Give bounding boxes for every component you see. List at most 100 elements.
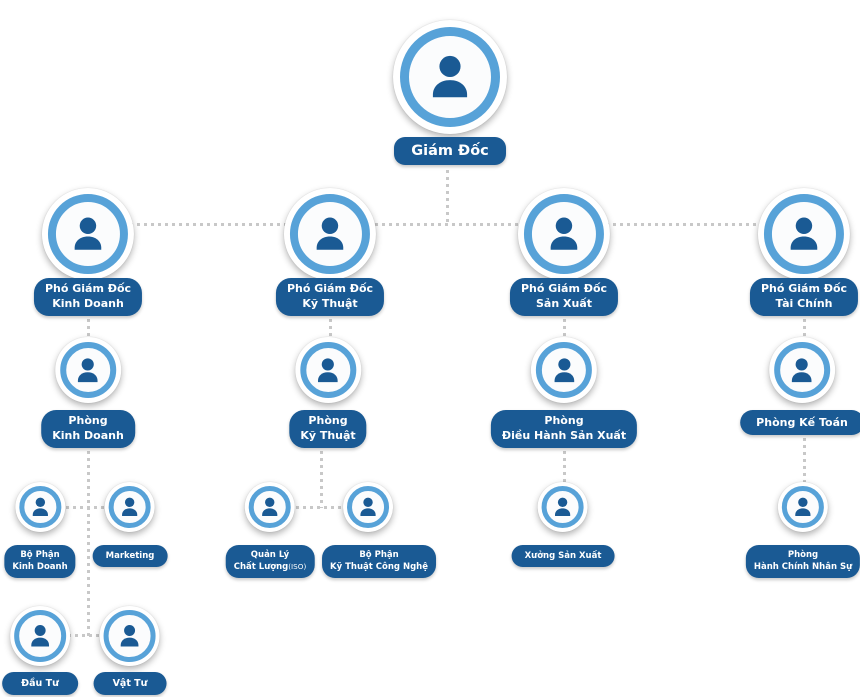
org-node-dau-tu: Đầu Tư xyxy=(2,606,78,695)
person-icon xyxy=(316,217,344,250)
node-label: Phó Giám Đốc Sản Xuất xyxy=(509,278,619,316)
node-label: Phòng Điều Hành Sản Xuất xyxy=(490,410,638,448)
org-node-phong-hanh-chinh-nhan-su: Phòng Hành Chính Nhân Sự xyxy=(745,482,860,578)
org-node-pho-giam-doc-kinh-doanh: Phó Giám Đốc Kinh Doanh xyxy=(33,188,143,316)
label-line2: Kỹ Thuật xyxy=(300,428,356,442)
label-text: Giám Đốc xyxy=(411,143,489,159)
avatar-ring xyxy=(108,486,151,528)
node-label: Quản Lý Chất Lượng(ISO) xyxy=(225,545,315,578)
org-node-phong-dieu-hanh-san-xuat: Phòng Điều Hành Sản Xuất xyxy=(490,337,638,448)
person-icon xyxy=(554,357,574,382)
person-icon xyxy=(121,625,139,647)
avatar-ring xyxy=(400,27,500,127)
avatar xyxy=(55,337,121,403)
connector-deputy2-down xyxy=(329,312,332,338)
person-icon xyxy=(555,497,571,516)
label-text: Xưởng Sản Xuất xyxy=(524,551,602,561)
org-node-bo-phan-kinh-doanh: Bộ Phận Kinh Doanh xyxy=(4,482,76,578)
avatar-ring xyxy=(18,486,61,528)
node-label: Giám Đốc xyxy=(394,137,506,165)
avatar-ring xyxy=(249,486,291,528)
avatar xyxy=(42,188,134,280)
org-node-vat-tu: Vật Tư xyxy=(93,606,167,695)
avatar-ring xyxy=(781,486,824,528)
avatar-ring xyxy=(524,194,604,274)
person-icon xyxy=(360,497,376,516)
person-icon xyxy=(318,357,338,382)
person-icon xyxy=(432,55,468,98)
connector-san-xuat-down xyxy=(563,444,566,482)
node-label: Bộ Phận Kinh Doanh xyxy=(4,545,76,578)
org-node-phong-ky-thuat: Phòng Kỹ Thuật xyxy=(289,337,367,448)
org-node-pho-giam-doc-ky-thuat: Phó Giám Đốc Kỹ Thuật xyxy=(275,188,385,316)
avatar-ring xyxy=(290,194,370,274)
avatar xyxy=(538,482,588,532)
connector-deputy1-down xyxy=(87,312,90,338)
label-line1: Phòng xyxy=(68,414,108,427)
person-icon xyxy=(74,217,102,250)
node-label: Phòng Hành Chính Nhân Sự xyxy=(745,545,860,578)
node-label: Xưởng Sản Xuất xyxy=(511,545,615,567)
avatar xyxy=(284,188,376,280)
label-line2: Kinh Doanh xyxy=(52,296,124,310)
connector-ky-thuat-units xyxy=(296,506,342,509)
node-label: Phòng Kinh Doanh xyxy=(41,410,135,448)
org-node-phong-ke-toan: Phòng Kế Toán xyxy=(740,337,860,435)
org-node-phong-kinh-doanh: Phòng Kinh Doanh xyxy=(41,337,135,448)
node-label: Đầu Tư xyxy=(2,672,78,695)
label-line1: Phó Giám Đốc xyxy=(286,282,374,295)
person-icon xyxy=(262,497,278,516)
avatar-ring xyxy=(60,342,116,398)
connector-ky-thuat-trunk xyxy=(320,444,323,508)
person-icon xyxy=(792,357,812,382)
avatar-ring xyxy=(542,486,584,528)
avatar-ring xyxy=(774,342,830,398)
node-label: Phòng Kỹ Thuật xyxy=(289,410,367,448)
avatar xyxy=(295,337,361,403)
connector-kinh-doanh-subunits xyxy=(68,634,102,637)
avatar xyxy=(530,337,597,403)
label-text: Marketing xyxy=(105,551,155,561)
label-line1: Bộ Phận xyxy=(20,550,60,560)
connector-kinh-doanh-trunk xyxy=(87,444,90,636)
avatar-ring xyxy=(535,342,592,398)
avatar-ring xyxy=(764,194,844,274)
person-icon xyxy=(32,497,48,516)
org-node-xuong-san-xuat: Xưởng Sản Xuất xyxy=(511,482,615,567)
avatar xyxy=(104,482,155,532)
label-line1: Phòng xyxy=(787,550,819,560)
connector-deputies-horizontal xyxy=(88,223,804,226)
label-line1: Phó Giám Đốc xyxy=(520,282,608,295)
node-label: Phòng Kế Toán xyxy=(740,410,860,435)
avatar-ring xyxy=(103,610,156,662)
person-icon xyxy=(122,497,138,516)
org-node-marketing: Marketing xyxy=(92,482,168,567)
org-node-giam-doc: Giám Đốc xyxy=(393,20,507,165)
node-label: Phó Giám Đốc Kỹ Thuật xyxy=(275,278,385,316)
label-text: Đầu Tư xyxy=(21,678,59,689)
org-node-quan-ly-chat-luong-iso: Quản Lý Chất Lượng(ISO) xyxy=(225,482,315,578)
avatar-ring xyxy=(48,194,128,274)
connector-deputy3-down xyxy=(563,312,566,338)
label-line1: Phòng xyxy=(308,414,348,427)
avatar xyxy=(777,482,828,532)
label-line2: Kinh Doanh xyxy=(12,562,68,573)
label-line2: Kỹ Thuật xyxy=(302,296,358,310)
label-line2: Sản Xuất xyxy=(536,296,592,310)
connector-director-down xyxy=(446,170,449,225)
person-icon xyxy=(31,625,49,647)
person-icon xyxy=(795,497,811,516)
label-line1: Phó Giám Đốc xyxy=(44,282,132,295)
person-icon xyxy=(550,217,578,250)
avatar xyxy=(343,482,393,532)
org-node-pho-giam-doc-tai-chinh: Phó Giám Đốc Tài Chính xyxy=(749,188,859,316)
avatar xyxy=(758,188,850,280)
node-label: Bộ Phận Kỹ Thuật Công Nghệ xyxy=(322,545,436,578)
connector-kinh-doanh-units xyxy=(66,506,104,509)
avatar xyxy=(99,606,160,666)
label-line2: Điều Hành Sản Xuất xyxy=(501,428,627,442)
avatar xyxy=(10,606,70,666)
node-label: Marketing xyxy=(92,545,168,567)
label-line1: Bộ Phận xyxy=(359,550,399,560)
